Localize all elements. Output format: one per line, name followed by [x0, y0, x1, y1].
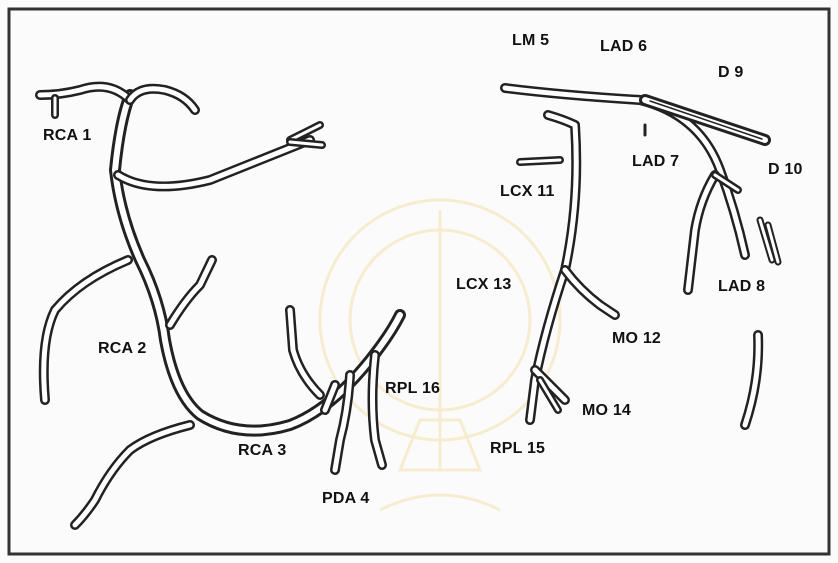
label-d-10: D 10	[768, 161, 803, 179]
label-mo-14: MO 14	[582, 402, 631, 420]
label-rca-3: RCA 3	[238, 442, 286, 460]
label-d-9: D 9	[718, 64, 744, 82]
label-lm-5: LM 5	[512, 32, 549, 50]
label-lcx-13: LCX 13	[456, 276, 511, 294]
label-pda-4: PDA 4	[322, 490, 370, 508]
left-coronary-tree	[505, 88, 778, 425]
label-lad-8: LAD 8	[718, 278, 765, 296]
rca-main-trunk	[115, 95, 400, 431]
label-lad-6: LAD 6	[600, 38, 647, 56]
label-rca-2: RCA 2	[98, 340, 146, 358]
label-rca-1: RCA 1	[43, 127, 91, 145]
label-rpl-15: RPL 15	[490, 440, 545, 458]
label-lcx-11: LCX 11	[500, 183, 555, 201]
label-rpl-16: RPL 16	[385, 380, 440, 398]
label-lad-7: LAD 7	[632, 153, 679, 171]
right-coronary-tree	[40, 87, 400, 525]
label-mo-12: MO 12	[612, 330, 661, 348]
